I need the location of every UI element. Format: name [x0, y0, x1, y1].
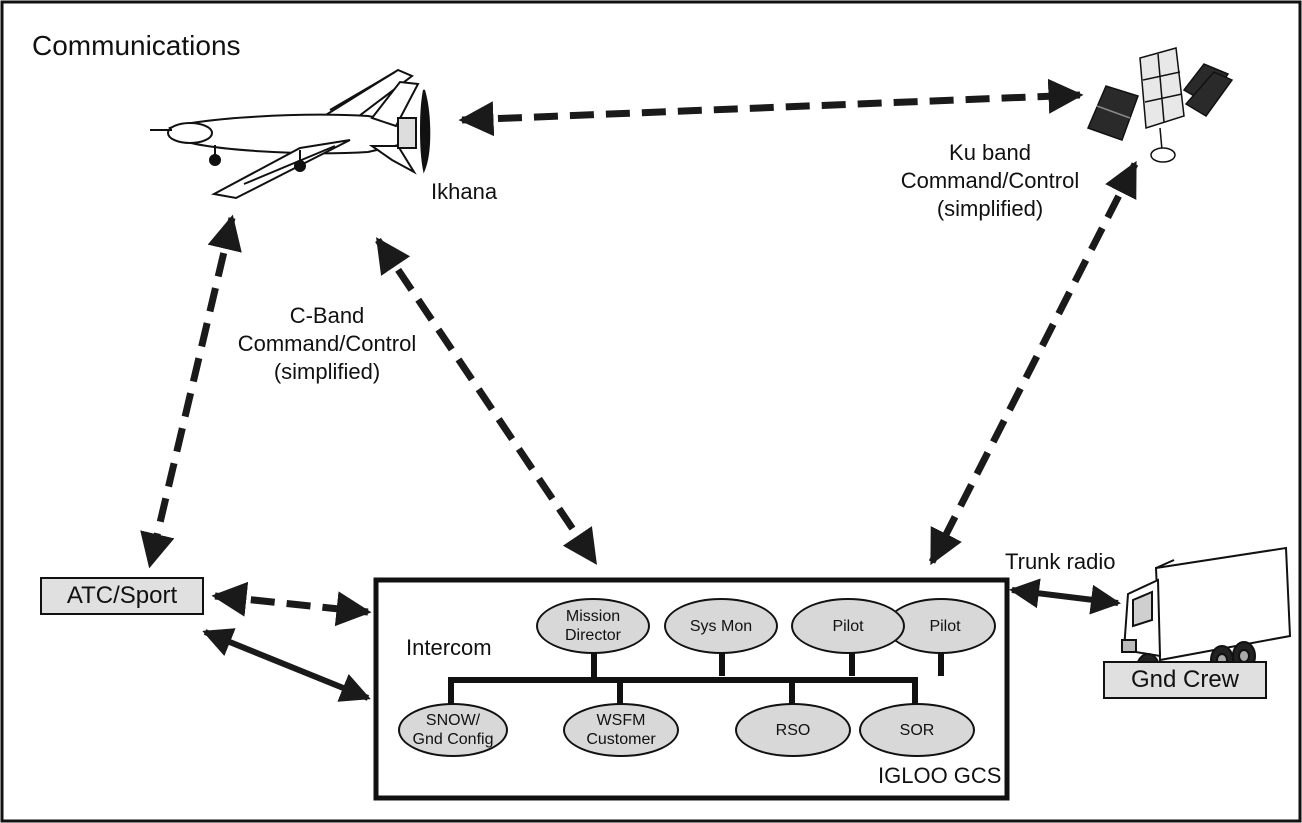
gnd-crew-box: Gnd Crew: [1103, 661, 1267, 699]
link-aircraft-atc: [140, 214, 242, 569]
node-pilot-1: Pilot: [791, 598, 905, 654]
intercom-label: Intercom: [406, 635, 492, 660]
link-atc-gcs-dashed: [211, 581, 372, 627]
link-gcs-gndcrew-trunk: [1009, 578, 1121, 615]
link-aircraft-gcs-cband: [375, 237, 598, 565]
satellite-icon: [1086, 47, 1234, 163]
gnd-crew-label: Gnd Crew: [1130, 666, 1240, 693]
c-band-line-3: (simplified): [273, 359, 381, 384]
c-band-line-1: C-Band: [289, 303, 365, 328]
intercom-bus: [448, 648, 944, 707]
link-satellite-gcs-ku: [928, 160, 1139, 566]
ku-band-line-3: (simplified): [936, 196, 1044, 221]
node-sys-mon: Sys Mon: [664, 598, 778, 654]
trunk-radio-label: Trunk radio: [1005, 549, 1116, 574]
aircraft-label: Ikhana: [431, 179, 498, 204]
ku-band-label: Ku band Command/Control (simplified): [900, 139, 1080, 223]
node-snow-gnd-config: SNOW/Gnd Config: [398, 703, 508, 757]
diagram-title: Communications: [32, 30, 241, 61]
uav-aircraft-icon: [150, 68, 431, 200]
ku-band-line-2: Command/Control: [900, 168, 1080, 193]
c-band-line-2: Command/Control: [237, 331, 417, 356]
node-sor: SOR: [859, 703, 975, 757]
link-atc-gcs-solid: [202, 628, 371, 702]
gcs-label: IGLOO GCS: [878, 763, 1002, 788]
atc-sport-box: ATC/Sport: [40, 577, 204, 615]
c-band-label: C-Band Command/Control (simplified): [227, 302, 427, 386]
node-rso: RSO: [735, 703, 851, 757]
atc-sport-label: ATC/Sport: [66, 582, 178, 609]
ku-band-line-1: Ku band: [949, 140, 1031, 165]
link-aircraft-satellite: [458, 78, 1084, 137]
